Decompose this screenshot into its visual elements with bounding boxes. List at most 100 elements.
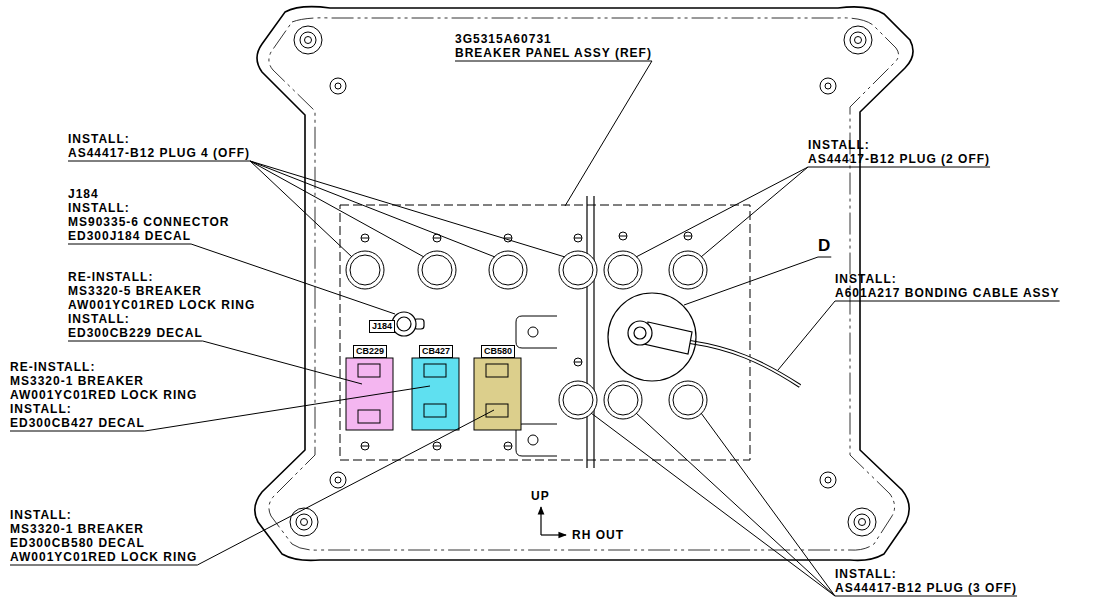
- callout-text: AS44417-B12 PLUG (3 OFF): [835, 582, 1017, 595]
- decal-text: CB580: [484, 346, 512, 357]
- mounting-boss: [859, 519, 866, 526]
- bracket-tab: [516, 316, 557, 348]
- mounting-hole: [825, 477, 831, 483]
- decal-text: CB427: [422, 346, 450, 357]
- leader-line: [778, 301, 835, 370]
- screw-slot: [574, 362, 582, 363]
- breaker-lug: [424, 364, 446, 377]
- callout-text: MS3320-1 BREAKER: [10, 375, 144, 388]
- hole-plug: [673, 385, 703, 415]
- hole-plug: [608, 385, 638, 415]
- leader-line: [250, 161, 565, 257]
- mounting-hole: [820, 78, 836, 94]
- leader-line: [636, 167, 808, 257]
- screw-slot: [504, 446, 512, 447]
- mounting-boss: [854, 514, 870, 530]
- mounting-boss: [294, 26, 322, 54]
- plate-phantom-line: [269, 18, 899, 550]
- decal-text: J184: [372, 321, 392, 332]
- breaker-lug: [424, 404, 446, 417]
- mounting-boss: [290, 508, 318, 536]
- screw-symbol: [361, 232, 692, 450]
- circuit-breaker: [412, 358, 459, 430]
- callout-text: AW001YC01RED LOCK RING: [10, 389, 197, 402]
- callout-text: ED300CB580 DECAL: [10, 537, 145, 550]
- bonding-bolt: [628, 321, 652, 345]
- callout-text: MS3320-5 BREAKER: [68, 285, 202, 298]
- hole-plug: [350, 255, 380, 285]
- underline: [835, 301, 1060, 302]
- underline: [10, 431, 145, 432]
- callout-text: INSTALL:: [10, 403, 72, 416]
- connector-symbol: [397, 317, 411, 331]
- breaker-panel-outline: [340, 205, 750, 460]
- underline: [835, 596, 1017, 597]
- callout-text: INSTALL:: [808, 139, 870, 152]
- leader-line: [636, 413, 835, 596]
- callout-text: INSTALL:: [10, 509, 72, 522]
- mounting-boss: [290, 26, 876, 536]
- breaker-lug: [486, 364, 508, 377]
- callout-text: INSTALL:: [68, 202, 130, 215]
- mounting-boss: [301, 519, 308, 526]
- callout-text: J184: [68, 188, 99, 201]
- breaker-lug: [358, 410, 380, 423]
- screw-slot: [574, 238, 582, 239]
- detail-circle: [608, 293, 696, 381]
- hole-plug: [422, 255, 452, 285]
- decal-tag: CB427: [419, 345, 453, 358]
- mounting-boss: [848, 508, 876, 536]
- orientation-arrow: [541, 534, 566, 535]
- bonding-bolt: [634, 327, 646, 339]
- callout-text: BREAKER PANEL ASSY (REF): [455, 47, 652, 60]
- callout-text: RE-INSTALL:: [68, 271, 153, 284]
- screw-symbol: [433, 442, 441, 450]
- mounting-hole: [825, 83, 831, 89]
- leader-line: [565, 61, 652, 206]
- callout-text: INSTALL:: [835, 273, 897, 286]
- callout-text: RH OUT: [572, 529, 624, 542]
- callout-text: UP: [531, 490, 550, 503]
- callout-text: INSTALL:: [68, 313, 130, 326]
- decal-text: CB229: [356, 346, 384, 357]
- hole-plug: [346, 251, 707, 419]
- underline: [808, 167, 990, 168]
- screw-slot: [433, 238, 441, 239]
- callout-text: ED300J184 DECAL: [68, 230, 191, 243]
- screw-symbol: [574, 234, 582, 242]
- screw-slot: [361, 238, 369, 239]
- screw-symbol: [504, 442, 512, 450]
- connector-symbol: [392, 312, 416, 336]
- screw-symbol: [684, 232, 692, 240]
- callout-text: MS3320-1 BREAKER: [10, 523, 144, 536]
- screw-symbol: [619, 232, 627, 240]
- callout-text: ED300CB229 DECAL: [68, 327, 203, 340]
- mounting-hole: [820, 472, 836, 488]
- callout-text: AW001YC01RED LOCK RING: [68, 299, 255, 312]
- callout-text: AW001YC01RED LOCK RING: [10, 551, 197, 564]
- mounting-boss: [305, 37, 312, 44]
- callout-text: MS90335-6 CONNECTOR: [68, 216, 230, 229]
- mounting-hole: [335, 477, 341, 483]
- underline: [68, 244, 191, 245]
- leader-line: [591, 413, 835, 596]
- leader-line: [250, 161, 495, 257]
- callout-text: INSTALL:: [835, 568, 897, 581]
- hole-plug: [608, 255, 638, 285]
- mounting-hole: [330, 78, 346, 94]
- bracket-hole: [528, 327, 538, 337]
- leader-line: [684, 257, 818, 305]
- orientation-arrow: [540, 507, 541, 535]
- screw-symbol: [574, 358, 582, 366]
- bracket-tab: [516, 316, 557, 456]
- callout-text: INSTALL:: [68, 133, 130, 146]
- detail-circle: [608, 293, 800, 386]
- underline: [455, 61, 652, 62]
- leader-line: [701, 413, 835, 596]
- circuit-breaker: [346, 358, 393, 430]
- mounting-hole: [335, 83, 341, 89]
- mounting-boss: [844, 26, 872, 54]
- circuit-breaker: [474, 358, 521, 430]
- panel-divider: [593, 196, 594, 468]
- mounting-hole: [330, 472, 346, 488]
